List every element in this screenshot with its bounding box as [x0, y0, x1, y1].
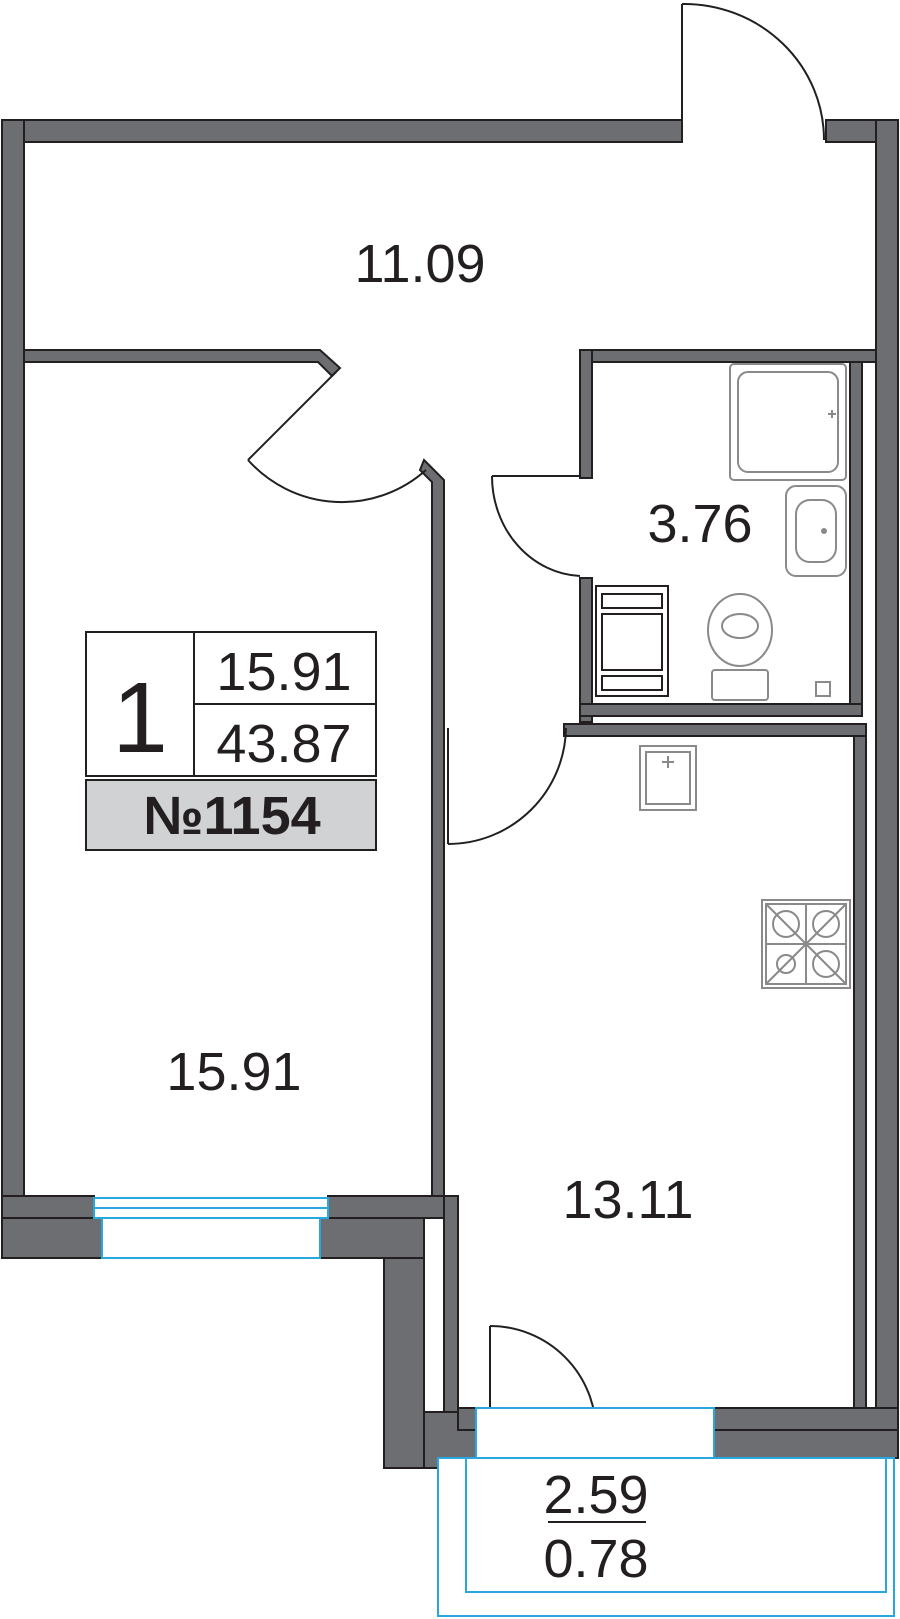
wall-bedroom-bottom-right	[327, 1195, 445, 1219]
bathroom-area-label: 3.76	[647, 494, 752, 554]
toilet-tank	[711, 669, 769, 701]
kitchen-door-arc	[447, 727, 567, 845]
walls	[1, 119, 899, 1469]
kitchen-sink-tap-icon	[662, 756, 674, 768]
apartment-number-badge	[85, 779, 377, 851]
windows	[93, 1197, 895, 1617]
balcony-reduced-area-label: 0.78	[543, 1529, 648, 1589]
apartment-number: №1154	[143, 786, 320, 846]
wall-column	[383, 1257, 425, 1469]
balcony-inner	[465, 1457, 887, 1593]
wall-kitchen-bottom	[713, 1407, 899, 1431]
entrance-door-arc	[681, 2, 825, 141]
wall-kitchen-right	[853, 735, 867, 1409]
wall-kitchen-outer	[705, 1429, 899, 1459]
wall-top-left	[1, 119, 683, 143]
shower-tray-inner	[737, 371, 839, 473]
balcony-total-area-label: 2.59	[543, 1465, 648, 1525]
wall-bedroom-kitchen-upper	[418, 458, 445, 1197]
shower-drain-icon	[828, 410, 836, 418]
wall-bedroom-kitchen-lower	[443, 1195, 459, 1413]
apartment-info-box: 1 15.91 43.87 №1154	[85, 631, 377, 851]
info-living-area: 15.91	[216, 642, 351, 702]
bedroom-door-arc	[247, 459, 427, 504]
stove-burners-icon	[765, 903, 847, 985]
wall-bedroom-outer-left	[1, 1217, 103, 1259]
wall-bath-left-lower	[579, 577, 593, 723]
bedroom-window-sill	[101, 1217, 321, 1259]
washbasin-bowl	[795, 499, 837, 563]
balcony-threshold	[475, 1407, 715, 1459]
wall-bath-right	[849, 361, 863, 715]
wall-bedroom-outer-right	[319, 1217, 425, 1259]
rooms-count: 1	[112, 662, 168, 774]
bedroom-area-label: 15.91	[166, 1042, 301, 1102]
wall-bath-left-upper	[579, 349, 593, 479]
bedroom-door-leaf	[247, 371, 337, 461]
washbasin-drain-icon	[821, 528, 827, 534]
kitchen-area-label: 13.11	[562, 1170, 693, 1230]
wall-bath-bottom	[579, 703, 863, 717]
toilet-seat	[721, 613, 759, 639]
wall-bath-top	[579, 349, 877, 363]
room-labels: 11.09 3.76 15.91 13.11 2.59 0.78	[166, 234, 752, 1589]
bathroom-fixtures	[595, 363, 847, 701]
bathroom-door-arc	[490, 475, 581, 577]
wall-hall-bedroom	[23, 349, 342, 378]
kitchen-fixtures	[639, 745, 851, 989]
hall-area-label: 11.09	[354, 234, 485, 294]
wall-bedroom-bottom-left	[1, 1195, 95, 1219]
wall-left	[1, 119, 25, 1203]
floor-drain-icon	[815, 681, 831, 697]
wall-kitchen-top	[563, 723, 867, 737]
info-total-area: 43.87	[216, 714, 351, 774]
wall-right	[875, 119, 899, 1413]
